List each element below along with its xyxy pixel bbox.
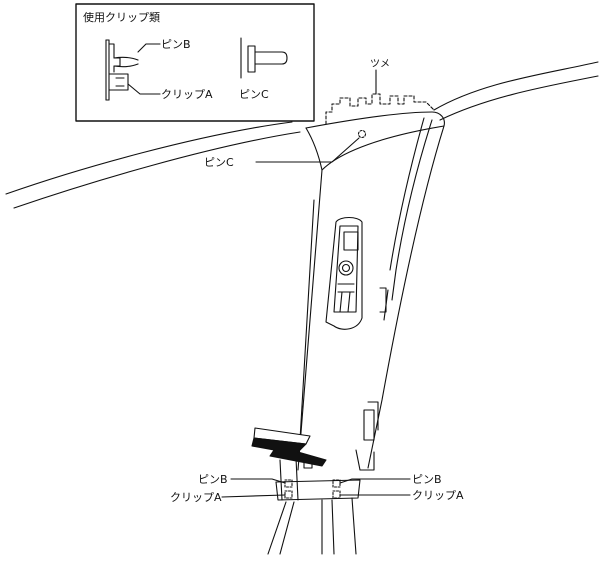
inset-clip-a-label: クリップA [161,88,213,101]
clip-a-right-label: クリップA [412,489,464,502]
pillar-trim [279,111,445,501]
clip-a-left-label: クリップA [170,491,222,504]
inset-pin-b-label: ピンB [161,38,191,51]
pin-c-marker [357,129,367,139]
pin-b-left-marker [284,479,293,488]
lower-line-5 [351,497,357,555]
pin-c-label: ピンC [204,156,234,169]
lower-bracket [275,479,361,501]
roof-edge-upper [5,121,293,195]
clip-a-leader [127,83,161,95]
clip-a-left-leader [221,494,286,498]
roof-edge-right-upper [433,61,599,111]
lower-line-1 [267,501,287,555]
tsume-dashed-outline [325,93,435,125]
roof-edge-lower [13,131,301,209]
tsume-label: ツメ [370,59,390,70]
inset-title: 使用クリップ類 [83,11,160,24]
pin-b-left-leader [230,478,286,484]
inset-frame [75,3,315,122]
lower-line-2 [279,501,295,555]
pin-b-left-label: ピンB [198,473,228,486]
pin-b-leader [137,43,161,53]
inset-pin-c-label: ピンC [239,88,269,101]
roof-edge-right-lower [439,75,599,121]
pin-b-right-leader [339,478,411,484]
lower-line-4 [331,499,335,555]
pin-c-callout-leader [255,137,360,163]
clip-a-right-marker [332,490,341,499]
pin-b-right-label: ピンB [412,473,442,486]
clip-a-left-marker [284,490,293,499]
pin-b-clip-a-drawing [105,39,139,101]
lock-module [325,216,363,330]
removal-direction-arrow [251,427,327,467]
pin-c-drawing [240,37,288,79]
